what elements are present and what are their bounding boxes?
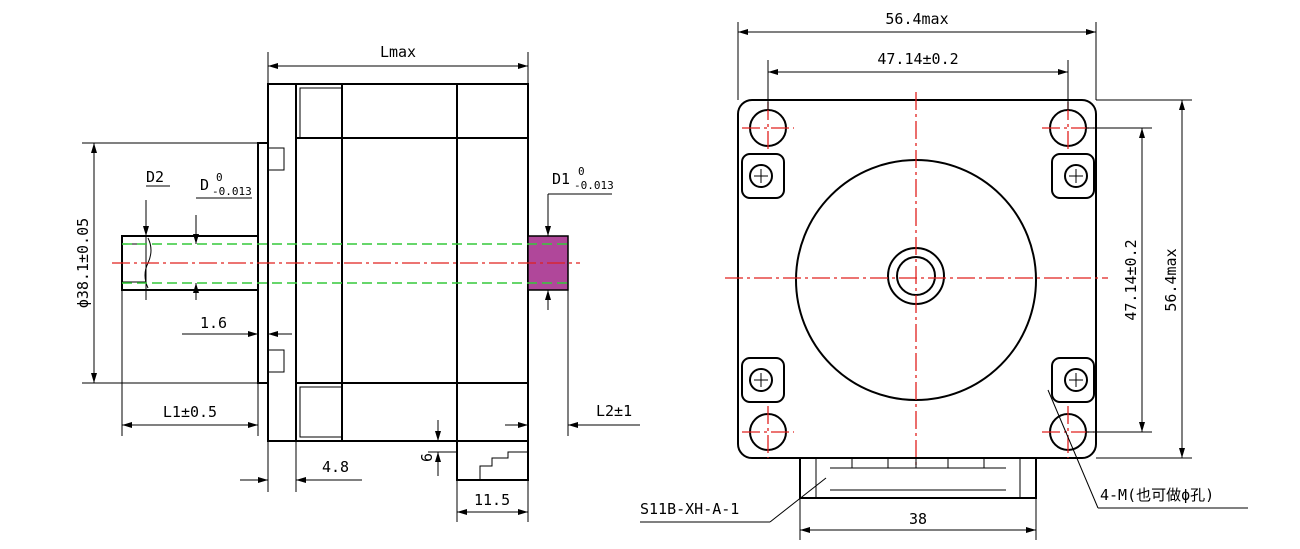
front-view: 56.4max 47.14±0.2 47.14±0.2 56.4max 38 S…: [640, 10, 1248, 540]
d1-label: D1: [552, 170, 570, 188]
screw-slots: [741, 153, 1095, 403]
d1-lower-tol: -0.013: [574, 179, 614, 192]
connector-body: [799, 457, 1037, 499]
connector-width-dim: 38: [909, 510, 927, 528]
side-view: Lmax ϕ38.1±0.05 D2 D 0 -0.013 D1 0 -0.01…: [74, 43, 640, 522]
flange-notch-top: [267, 147, 285, 171]
lmax-label: Lmax: [380, 43, 416, 61]
front-flange-outline: [737, 99, 1097, 459]
d-label: D: [200, 176, 209, 194]
flange-notch-bottom: [267, 349, 285, 373]
diameter-label: ϕ38.1±0.05: [74, 218, 92, 308]
l2-label: L2±1: [596, 402, 632, 420]
right-outer-dim: 56.4max: [1162, 248, 1180, 311]
holes-label: 4-M(也可做ϕ孔): [1100, 486, 1214, 504]
top-inner-dim: 47.14±0.2: [877, 50, 958, 68]
mounting-holes: [742, 102, 1094, 458]
dim-11-5: 11.5: [474, 491, 510, 509]
d-upper-tol: 0: [216, 171, 223, 184]
dim-4-8: 4.8: [322, 458, 349, 476]
d2-label: D2: [146, 168, 164, 186]
dim-1-6: 1.6: [200, 314, 227, 332]
top-outer-dim: 56.4max: [885, 10, 948, 28]
connector-label: S11B-XH-A-1: [640, 500, 739, 518]
d-lower-tol: -0.013: [212, 185, 252, 198]
dim-6: 6: [418, 453, 436, 462]
d1-upper-tol: 0: [578, 165, 585, 178]
rear-connector: [456, 441, 529, 481]
l1-label: L1±0.5: [163, 403, 217, 421]
right-inner-dim: 47.14±0.2: [1122, 239, 1140, 320]
